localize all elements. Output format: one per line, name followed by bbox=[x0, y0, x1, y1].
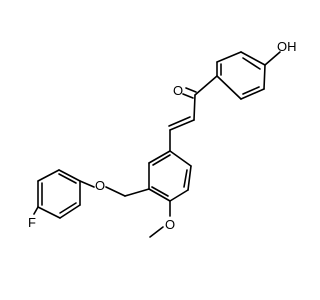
bond bbox=[264, 51, 281, 66]
bond bbox=[59, 204, 81, 219]
bond bbox=[79, 180, 95, 188]
bond bbox=[148, 150, 171, 164]
bond bbox=[105, 186, 126, 197]
bond bbox=[59, 202, 77, 214]
bond bbox=[33, 206, 39, 215]
atom-labels: OH O O O F bbox=[28, 39, 297, 232]
bond bbox=[216, 51, 242, 63]
bond bbox=[58, 173, 77, 184]
chemical-structure-diagram: OH O O O F bbox=[28, 39, 297, 238]
bond bbox=[182, 93, 194, 99]
bond bbox=[151, 186, 169, 197]
bonds bbox=[33, 51, 281, 238]
bond bbox=[169, 150, 192, 167]
methoxy-oxygen-label: O bbox=[165, 217, 175, 232]
carbonyl-oxygen-label: O bbox=[173, 83, 183, 98]
bond bbox=[37, 206, 61, 219]
bond bbox=[185, 87, 197, 93]
bond bbox=[148, 188, 171, 202]
bond bbox=[242, 57, 261, 70]
bond bbox=[187, 165, 192, 191]
bond bbox=[37, 169, 60, 182]
bond bbox=[149, 226, 164, 238]
bond bbox=[240, 51, 266, 66]
bond bbox=[183, 169, 188, 188]
bond bbox=[58, 169, 81, 182]
bond bbox=[152, 154, 171, 166]
bond bbox=[169, 119, 195, 131]
structure-canvas: OH O O O F bbox=[28, 39, 297, 238]
bond bbox=[168, 116, 191, 127]
bond bbox=[193, 94, 196, 121]
ether-oxygen-label: O bbox=[95, 178, 105, 193]
fluorine-label: F bbox=[28, 215, 36, 230]
bond bbox=[216, 75, 242, 100]
bond bbox=[194, 75, 218, 96]
bond bbox=[124, 188, 150, 197]
bond bbox=[240, 88, 265, 100]
bond bbox=[242, 86, 260, 95]
hydroxyl-label: OH bbox=[277, 39, 297, 54]
bond bbox=[169, 189, 189, 202]
bond bbox=[263, 64, 266, 90]
